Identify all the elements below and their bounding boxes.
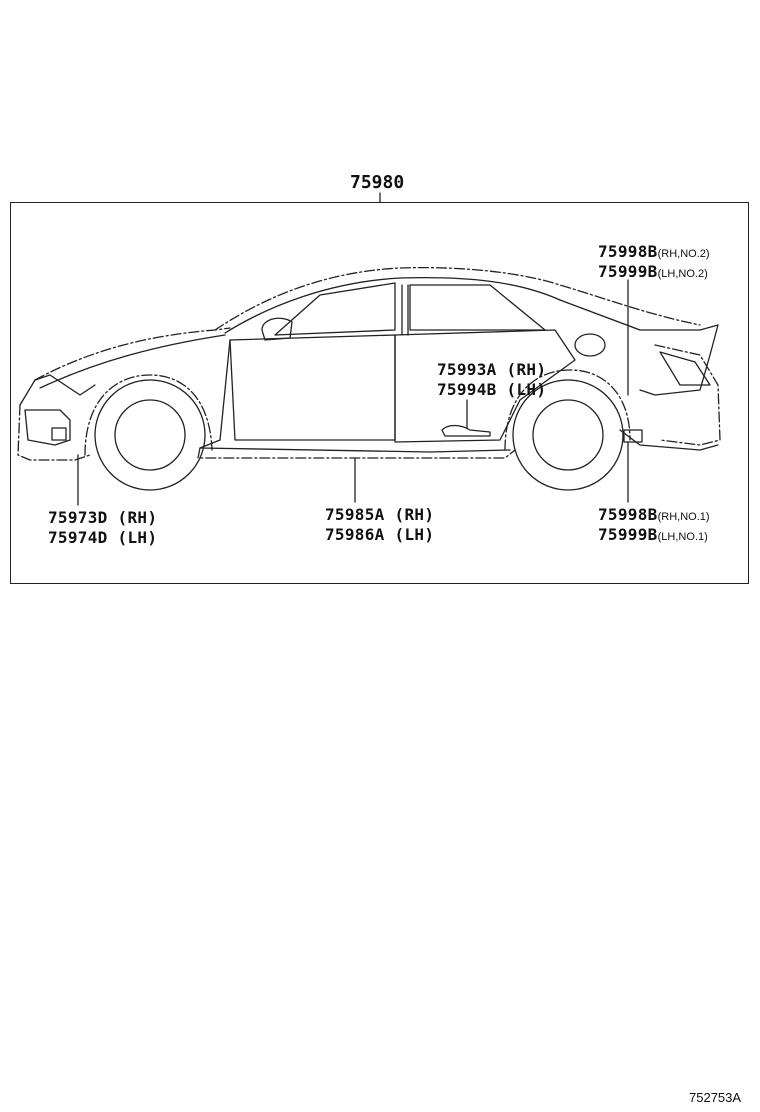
rocker-outline xyxy=(197,447,516,459)
trunk-and-taillight xyxy=(559,299,719,396)
front-bumper-outline xyxy=(17,404,91,461)
roof-outline xyxy=(214,266,701,331)
front-window xyxy=(274,282,396,336)
front-wheel-arch xyxy=(84,374,213,456)
callout-rocker-rh: 75985A (RH) xyxy=(325,505,435,524)
part-number: 75999B xyxy=(598,525,658,544)
rear-window xyxy=(409,284,546,331)
rear-rim xyxy=(532,399,604,471)
mudguard-rear xyxy=(623,429,643,443)
part-number: 75999B xyxy=(598,262,658,281)
callout-rear-lower-lh: 75999B(LH,NO.1) xyxy=(598,525,708,547)
fog-lamp xyxy=(51,427,67,441)
rear-tire xyxy=(512,379,624,491)
front-rim xyxy=(114,399,186,471)
part-number: 75998B xyxy=(598,242,658,261)
front-bumper-grille xyxy=(24,409,71,446)
callout-rocker-lh: 75986A (LH) xyxy=(325,525,435,544)
callout-rear-upper-rh: 75998B(RH,NO.2) xyxy=(598,242,710,264)
part-note: (LH,NO.1) xyxy=(657,531,708,543)
part-note: (LH,NO.2) xyxy=(657,268,708,280)
diagram-frame xyxy=(10,202,749,584)
callout-door-lh: 75994B (LH) xyxy=(437,380,547,399)
door-emblem xyxy=(441,424,491,437)
callout-front-rh: 75973D (RH) xyxy=(48,508,158,527)
part-note: (RH,NO.1) xyxy=(657,511,710,523)
hood-line xyxy=(39,334,226,389)
callout-front-lh: 75974D (LH) xyxy=(48,528,158,547)
side-mirror xyxy=(261,317,293,341)
hood-outline xyxy=(34,327,231,381)
front-door xyxy=(229,334,396,441)
callout-door-rh: 75993A (RH) xyxy=(437,360,547,379)
rear-diffuser xyxy=(619,429,719,451)
fuel-door xyxy=(574,333,606,357)
front-tire xyxy=(94,379,206,491)
rear-bumper-outline xyxy=(654,344,721,446)
part-number: 75998B xyxy=(598,505,658,524)
front-fascia xyxy=(19,374,96,406)
roof-inner-line xyxy=(224,277,561,334)
rear-wheel-arch xyxy=(504,369,631,451)
figure-id: 752753A xyxy=(689,1090,742,1105)
rear-door xyxy=(394,329,576,443)
tail-lamp xyxy=(659,351,711,386)
callout-rear-upper-lh: 75999B(LH,NO.2) xyxy=(598,262,708,284)
callout-rear-lower-rh: 75998B(RH,NO.1) xyxy=(598,505,710,527)
assembly-number: 75980 xyxy=(350,172,405,193)
part-note: (RH,NO.2) xyxy=(657,248,710,260)
